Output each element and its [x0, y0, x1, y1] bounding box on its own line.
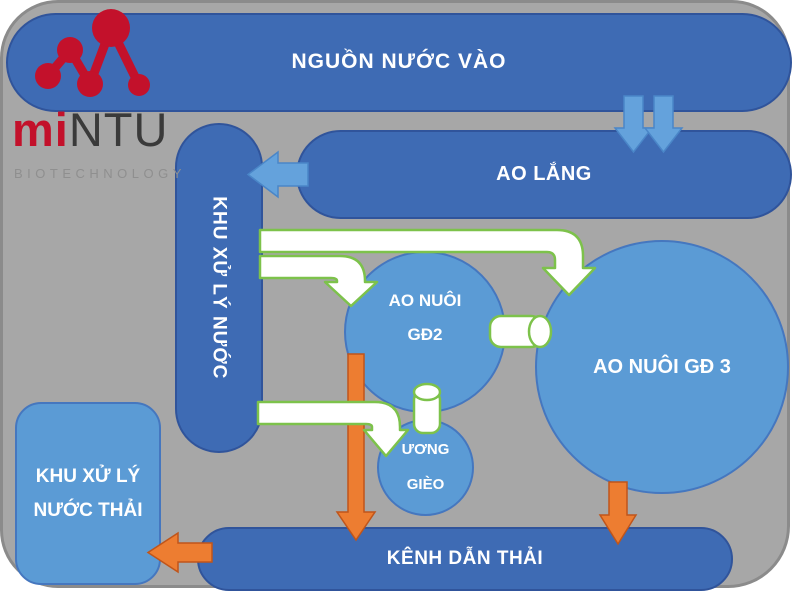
- wastewater-treatment-label: KHU XỬ LÝ NƯỚC THẢI: [33, 460, 142, 527]
- nursery-label: ƯƠNG GIÈO: [402, 433, 450, 502]
- mintu-molecule-icon: [35, 9, 150, 97]
- grow-pond-stage2-label: AO NUÔI GĐ2: [389, 284, 462, 352]
- grow-pond-stage2-line2: GĐ2: [407, 325, 443, 344]
- water-source-label: NGUỒN NƯỚC VÀO: [291, 50, 507, 74]
- node-grow-pond-stage3: AO NUÔI GĐ 3: [535, 240, 789, 494]
- water-treatment-label: KHU XỬ LÝ NƯỚC: [208, 196, 230, 380]
- wastewater-treatment-line2: NƯỚC THẢI: [33, 499, 143, 521]
- brand-wordmark-mi: mi: [12, 103, 69, 156]
- settling-pond-label: AO LẮNG: [496, 163, 592, 185]
- node-grow-pond-stage2: AO NUÔI GĐ2: [344, 251, 506, 413]
- node-settling-pond: AO LẮNG: [296, 130, 792, 219]
- node-nursery-pond: ƯƠNG GIÈO: [377, 419, 474, 516]
- node-water-treatment-area: KHU XỬ LÝ NƯỚC: [175, 123, 263, 453]
- node-wastewater-treatment-area: KHU XỬ LÝ NƯỚC THẢI: [15, 402, 161, 585]
- grow-pond-stage2-line1: AO NUÔI: [388, 291, 462, 310]
- brand-wordmark-ntu: NTU: [68, 103, 169, 156]
- grow-pond-stage3-label: AO NUÔI GĐ 3: [593, 355, 731, 378]
- brand-subtitle: BIOTECHNOLOGY: [14, 166, 186, 181]
- drain-channel-label: KÊNH DẪN THẢI: [386, 548, 544, 570]
- brand-wordmark: miNTU: [12, 106, 168, 153]
- wastewater-treatment-line1: KHU XỬ LÝ: [35, 466, 141, 488]
- nursery-line1: ƯƠNG: [401, 441, 450, 458]
- nursery-line2: GIÈO: [406, 475, 445, 493]
- node-drain-channel: KÊNH DẪN THẢI: [197, 527, 733, 591]
